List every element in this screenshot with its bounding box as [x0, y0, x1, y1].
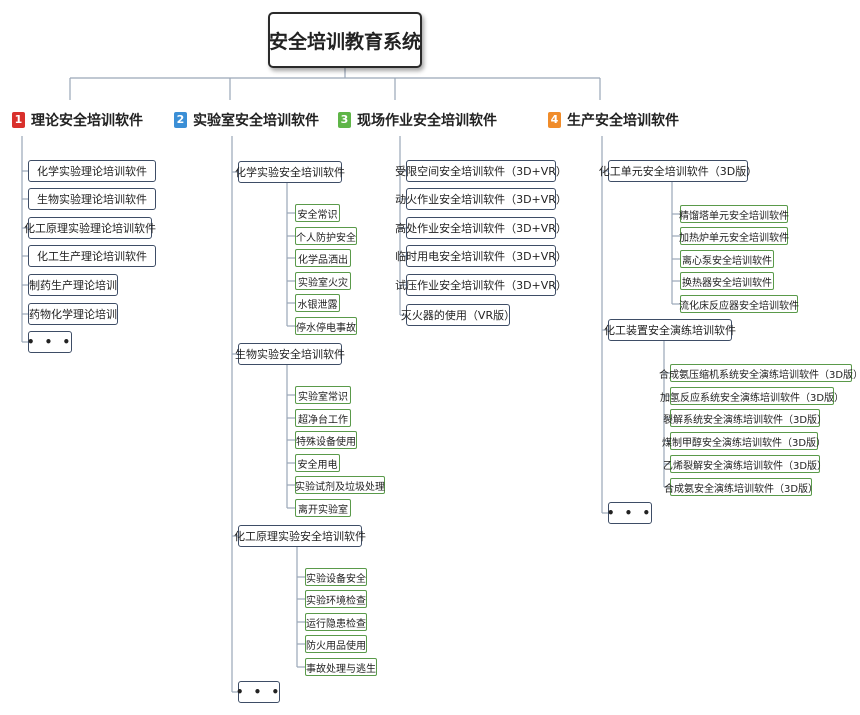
production-item: 裂解系统安全演练培训软件（3D版）	[663, 409, 827, 427]
lab-item: 实验设备安全	[305, 568, 367, 586]
field-item: 动火作业安全培训软件（3D+VR）	[395, 188, 567, 210]
lab-more: • • •	[236, 681, 280, 703]
lab-item: 实验室火灾	[295, 272, 351, 290]
lab-item: 水银泄露	[295, 294, 340, 312]
badge-2: 2	[174, 112, 187, 128]
category-label: 生产安全培训软件	[567, 113, 679, 129]
lab-item: 实验室常识	[295, 386, 351, 404]
category-production: 4 生产安全培训软件	[548, 108, 698, 132]
category-label: 理论安全培训软件	[31, 113, 143, 129]
production-item: 离心泵安全培训软件	[680, 250, 774, 268]
lab-item: 离开实验室	[295, 499, 351, 517]
theory-item: 药物化学理论培训	[28, 303, 118, 325]
lab-item: 化学品洒出	[295, 249, 351, 267]
badge-3: 3	[338, 112, 351, 128]
lab-group: 化工原理实验安全培训软件	[234, 525, 366, 547]
theory-more: • • •	[27, 331, 72, 353]
field-item: 受限空间安全培训软件（3D+VR）	[395, 160, 567, 182]
lab-group: 化学实验安全培训软件	[235, 161, 345, 183]
production-group: 化工装置安全演练培训软件	[604, 319, 736, 341]
lab-item: 个人防护安全	[295, 227, 357, 245]
root-title: 安全培训教育系统	[268, 12, 422, 68]
production-item: 流化床反应器安全培训软件	[679, 295, 799, 313]
field-item: 临时用电安全培训软件（3D+VR）	[395, 245, 567, 267]
lab-item: 超净台工作	[295, 409, 351, 427]
production-item: 合成氨压缩机系统安全演练培训软件（3D版）	[659, 364, 860, 382]
production-item: 精馏塔单元安全培训软件	[679, 205, 789, 223]
badge-4: 4	[548, 112, 561, 128]
lab-group: 生物实验安全培训软件	[235, 343, 345, 365]
theory-item: 生物实验理论培训软件	[28, 188, 156, 210]
field-item: 高处作业安全培训软件（3D+VR）	[395, 217, 567, 239]
category-lab: 2 实验室安全培训软件	[174, 108, 334, 132]
production-more: • • •	[607, 502, 652, 524]
production-item: 加热炉单元安全培训软件	[679, 227, 789, 245]
production-item: 煤制甲醇安全演练培训软件（3D版）	[662, 432, 826, 450]
field-item: 试压作业安全培训软件（3D+VR）	[395, 274, 567, 296]
lab-item: 停水停电事故	[295, 317, 357, 335]
category-field: 3 现场作业安全培训软件	[338, 108, 518, 132]
badge-1: 1	[12, 112, 25, 128]
lab-item: 安全用电	[295, 454, 340, 472]
theory-item: 化工生产理论培训软件	[28, 245, 156, 267]
lab-item: 实验环境检查	[305, 590, 367, 608]
production-item: 换热器安全培训软件	[680, 272, 774, 290]
category-label: 实验室安全培训软件	[193, 113, 319, 129]
lab-item: 特殊设备使用	[295, 431, 357, 449]
theory-item: 化学实验理论培训软件	[28, 160, 156, 182]
lab-item: 防火用品使用	[305, 635, 367, 653]
lab-item: 安全常识	[295, 204, 340, 222]
lab-item: 运行隐患检查	[305, 613, 367, 631]
production-item: 加氢反应系统安全演练培训软件（3D版）	[660, 387, 844, 405]
category-theory: 1 理论安全培训软件	[12, 108, 162, 132]
category-label: 现场作业安全培训软件	[357, 113, 497, 129]
theory-item: 制药生产理论培训	[28, 274, 118, 296]
production-group: 化工单元安全培训软件（3D版）	[599, 160, 757, 182]
lab-item: 事故处理与逃生	[305, 658, 377, 676]
production-item: 乙烯裂解安全演练培训软件（3D版）	[663, 455, 827, 473]
theory-item: 化工原理实验理论培训软件	[24, 217, 156, 239]
field-item: 灭火器的使用（VR版）	[401, 304, 515, 326]
production-item: 合成氨安全演练培训软件（3D版）	[664, 478, 818, 496]
lab-item: 实验试剂及垃圾处理	[295, 476, 385, 494]
